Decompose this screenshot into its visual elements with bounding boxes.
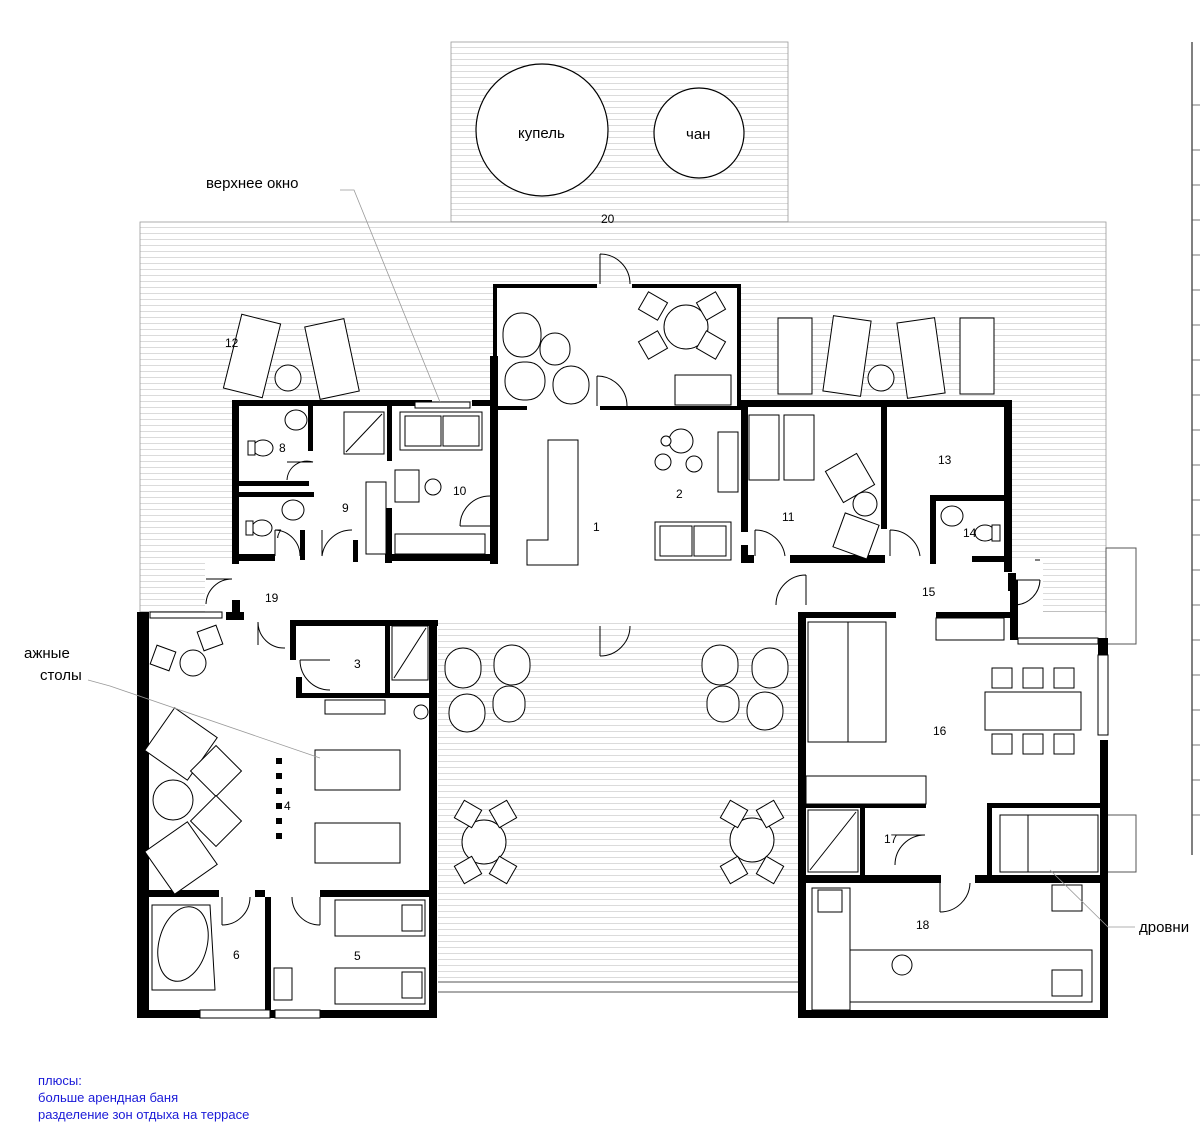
label-tables-2: столы bbox=[40, 667, 82, 684]
room-2: 2 bbox=[676, 487, 683, 501]
room-13: 13 bbox=[938, 453, 952, 467]
room-9: 9 bbox=[342, 501, 349, 515]
room-5: 5 bbox=[354, 949, 361, 963]
room-4: 4 bbox=[284, 799, 291, 813]
room-8: 8 bbox=[279, 441, 286, 455]
label-top-window: верхнее окно bbox=[206, 175, 298, 192]
room-10: 10 bbox=[453, 484, 467, 498]
room-12: 12 bbox=[225, 336, 239, 350]
label-woodshed: дровни bbox=[1139, 919, 1189, 936]
room-18: 18 bbox=[916, 918, 930, 932]
room-19: 19 bbox=[265, 591, 279, 605]
room-1: 1 bbox=[593, 520, 600, 534]
room-6: 6 bbox=[233, 948, 240, 962]
notes-item: разделение зон отдыха на террасе bbox=[38, 1107, 250, 1122]
notes-item: больше арендная баня bbox=[38, 1090, 179, 1105]
furniture bbox=[144, 291, 1099, 1011]
room-14: 14 bbox=[963, 526, 977, 540]
room-3: 3 bbox=[354, 657, 361, 671]
walls bbox=[137, 284, 1108, 1019]
room-11: 11 bbox=[782, 510, 795, 524]
label-vat: чан bbox=[686, 126, 710, 143]
label-tables-1: ажные bbox=[24, 645, 70, 662]
room-7: 7 bbox=[275, 527, 282, 541]
room-15: 15 bbox=[922, 585, 936, 599]
font-tub bbox=[475, 63, 745, 197]
room-20: 20 bbox=[601, 212, 615, 226]
room-17: 17 bbox=[884, 832, 898, 846]
notes-block: плюсы: больше арендная баня разделение з… bbox=[38, 1072, 249, 1123]
room-16: 16 bbox=[933, 724, 947, 738]
notes-title: плюсы: bbox=[38, 1073, 82, 1088]
label-font: купель bbox=[518, 125, 565, 142]
